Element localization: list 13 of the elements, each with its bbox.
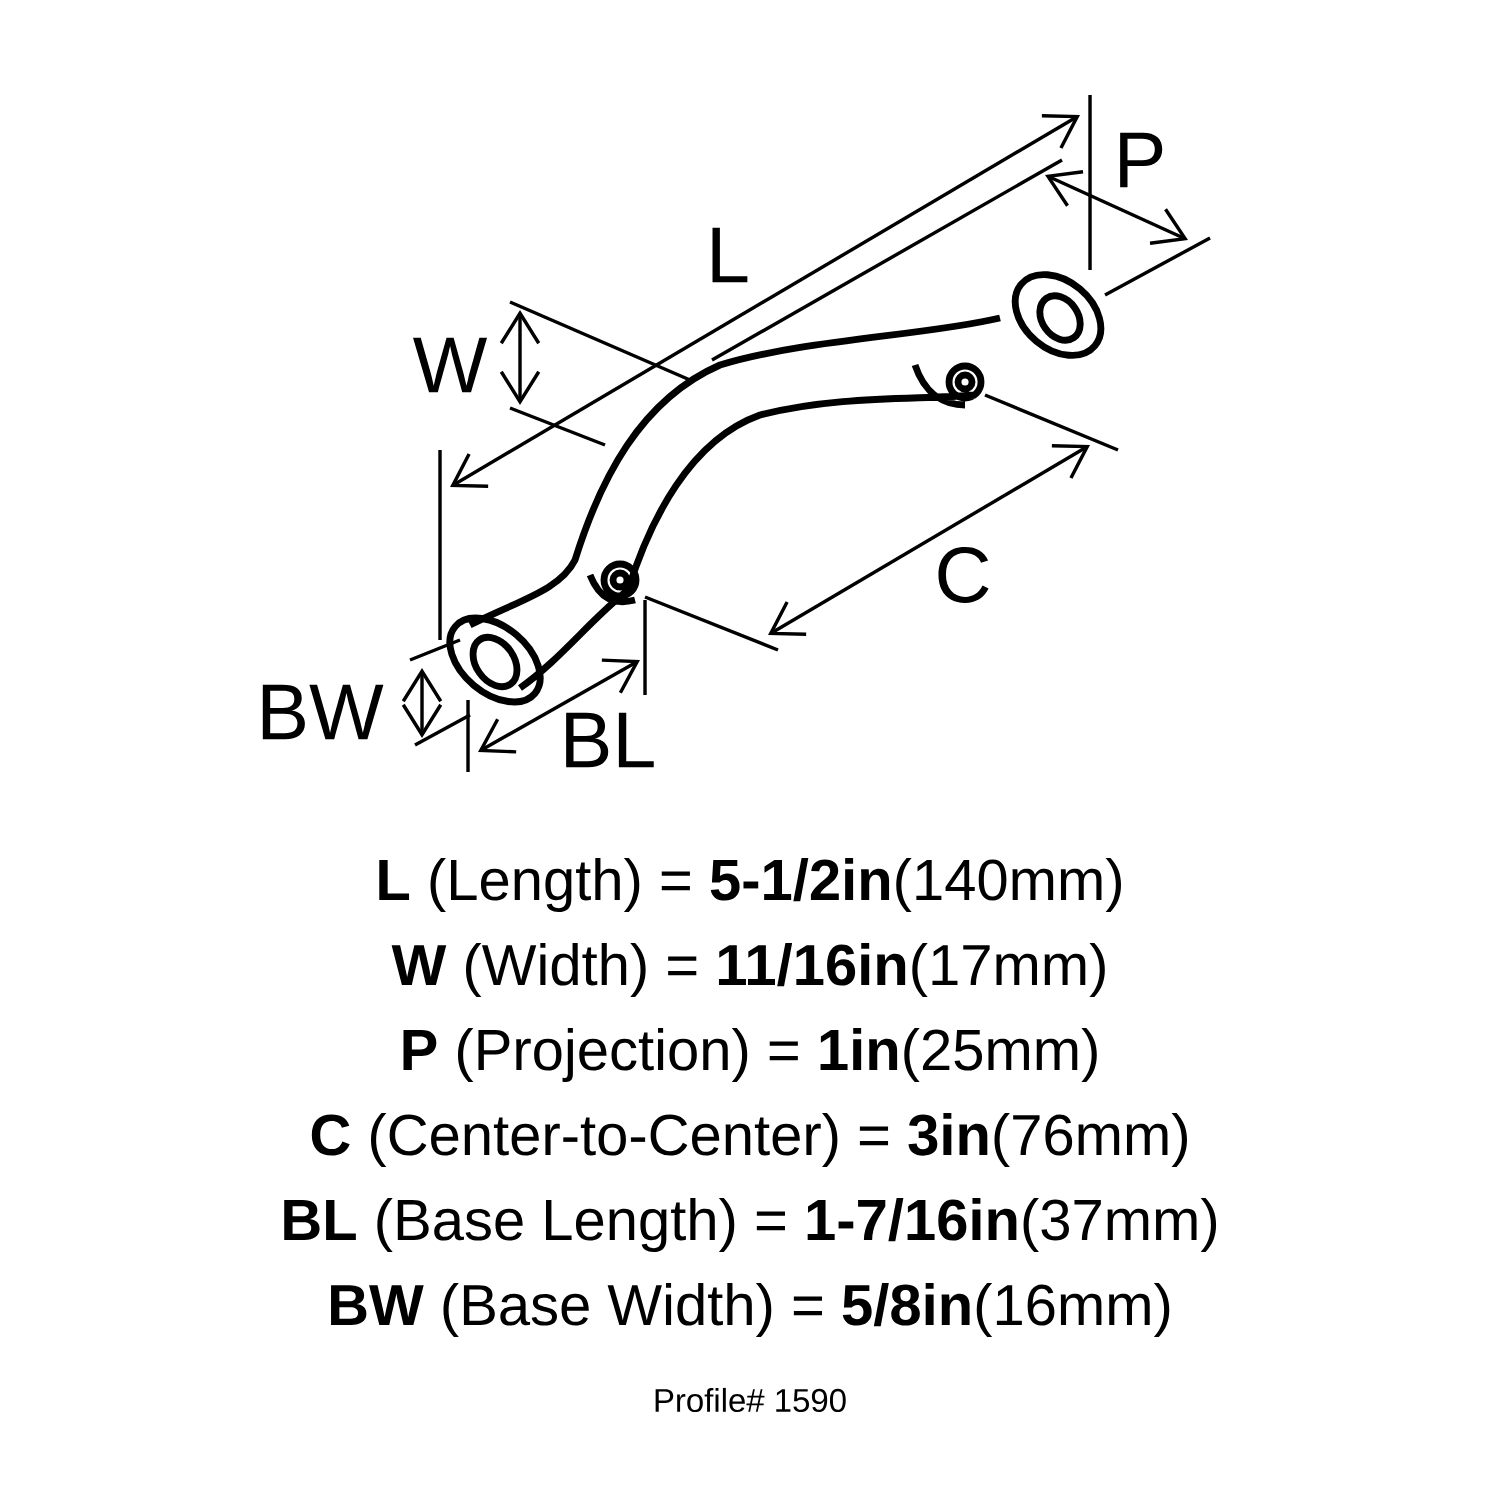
profile-number: Profile# 1590 <box>655 1387 846 1413</box>
dimension-label: C <box>938 547 989 603</box>
spec-line: BW (Base Width) = 5/8in(16mm) <box>331 1283 1170 1337</box>
spec-line: C (Center-to-Center) = 3in(76mm) <box>311 1113 1187 1167</box>
spec-line: W (Width) = 11/16in(17mm) <box>391 943 1105 997</box>
spec-line: BL (Base Length) = 1-7/16in(37mm) <box>284 1197 1217 1253</box>
dimension-label: BW <box>262 684 384 740</box>
dimension-label: W <box>413 337 488 393</box>
dimension-label: BL <box>566 712 654 768</box>
spec-line: P (Projection) = 1in(25mm) <box>403 1027 1097 1083</box>
dimension-label: P <box>1120 132 1163 188</box>
dimension-label: L <box>712 227 748 283</box>
spec-line: L (Length) = 5-1/2in(140mm) <box>379 857 1121 913</box>
